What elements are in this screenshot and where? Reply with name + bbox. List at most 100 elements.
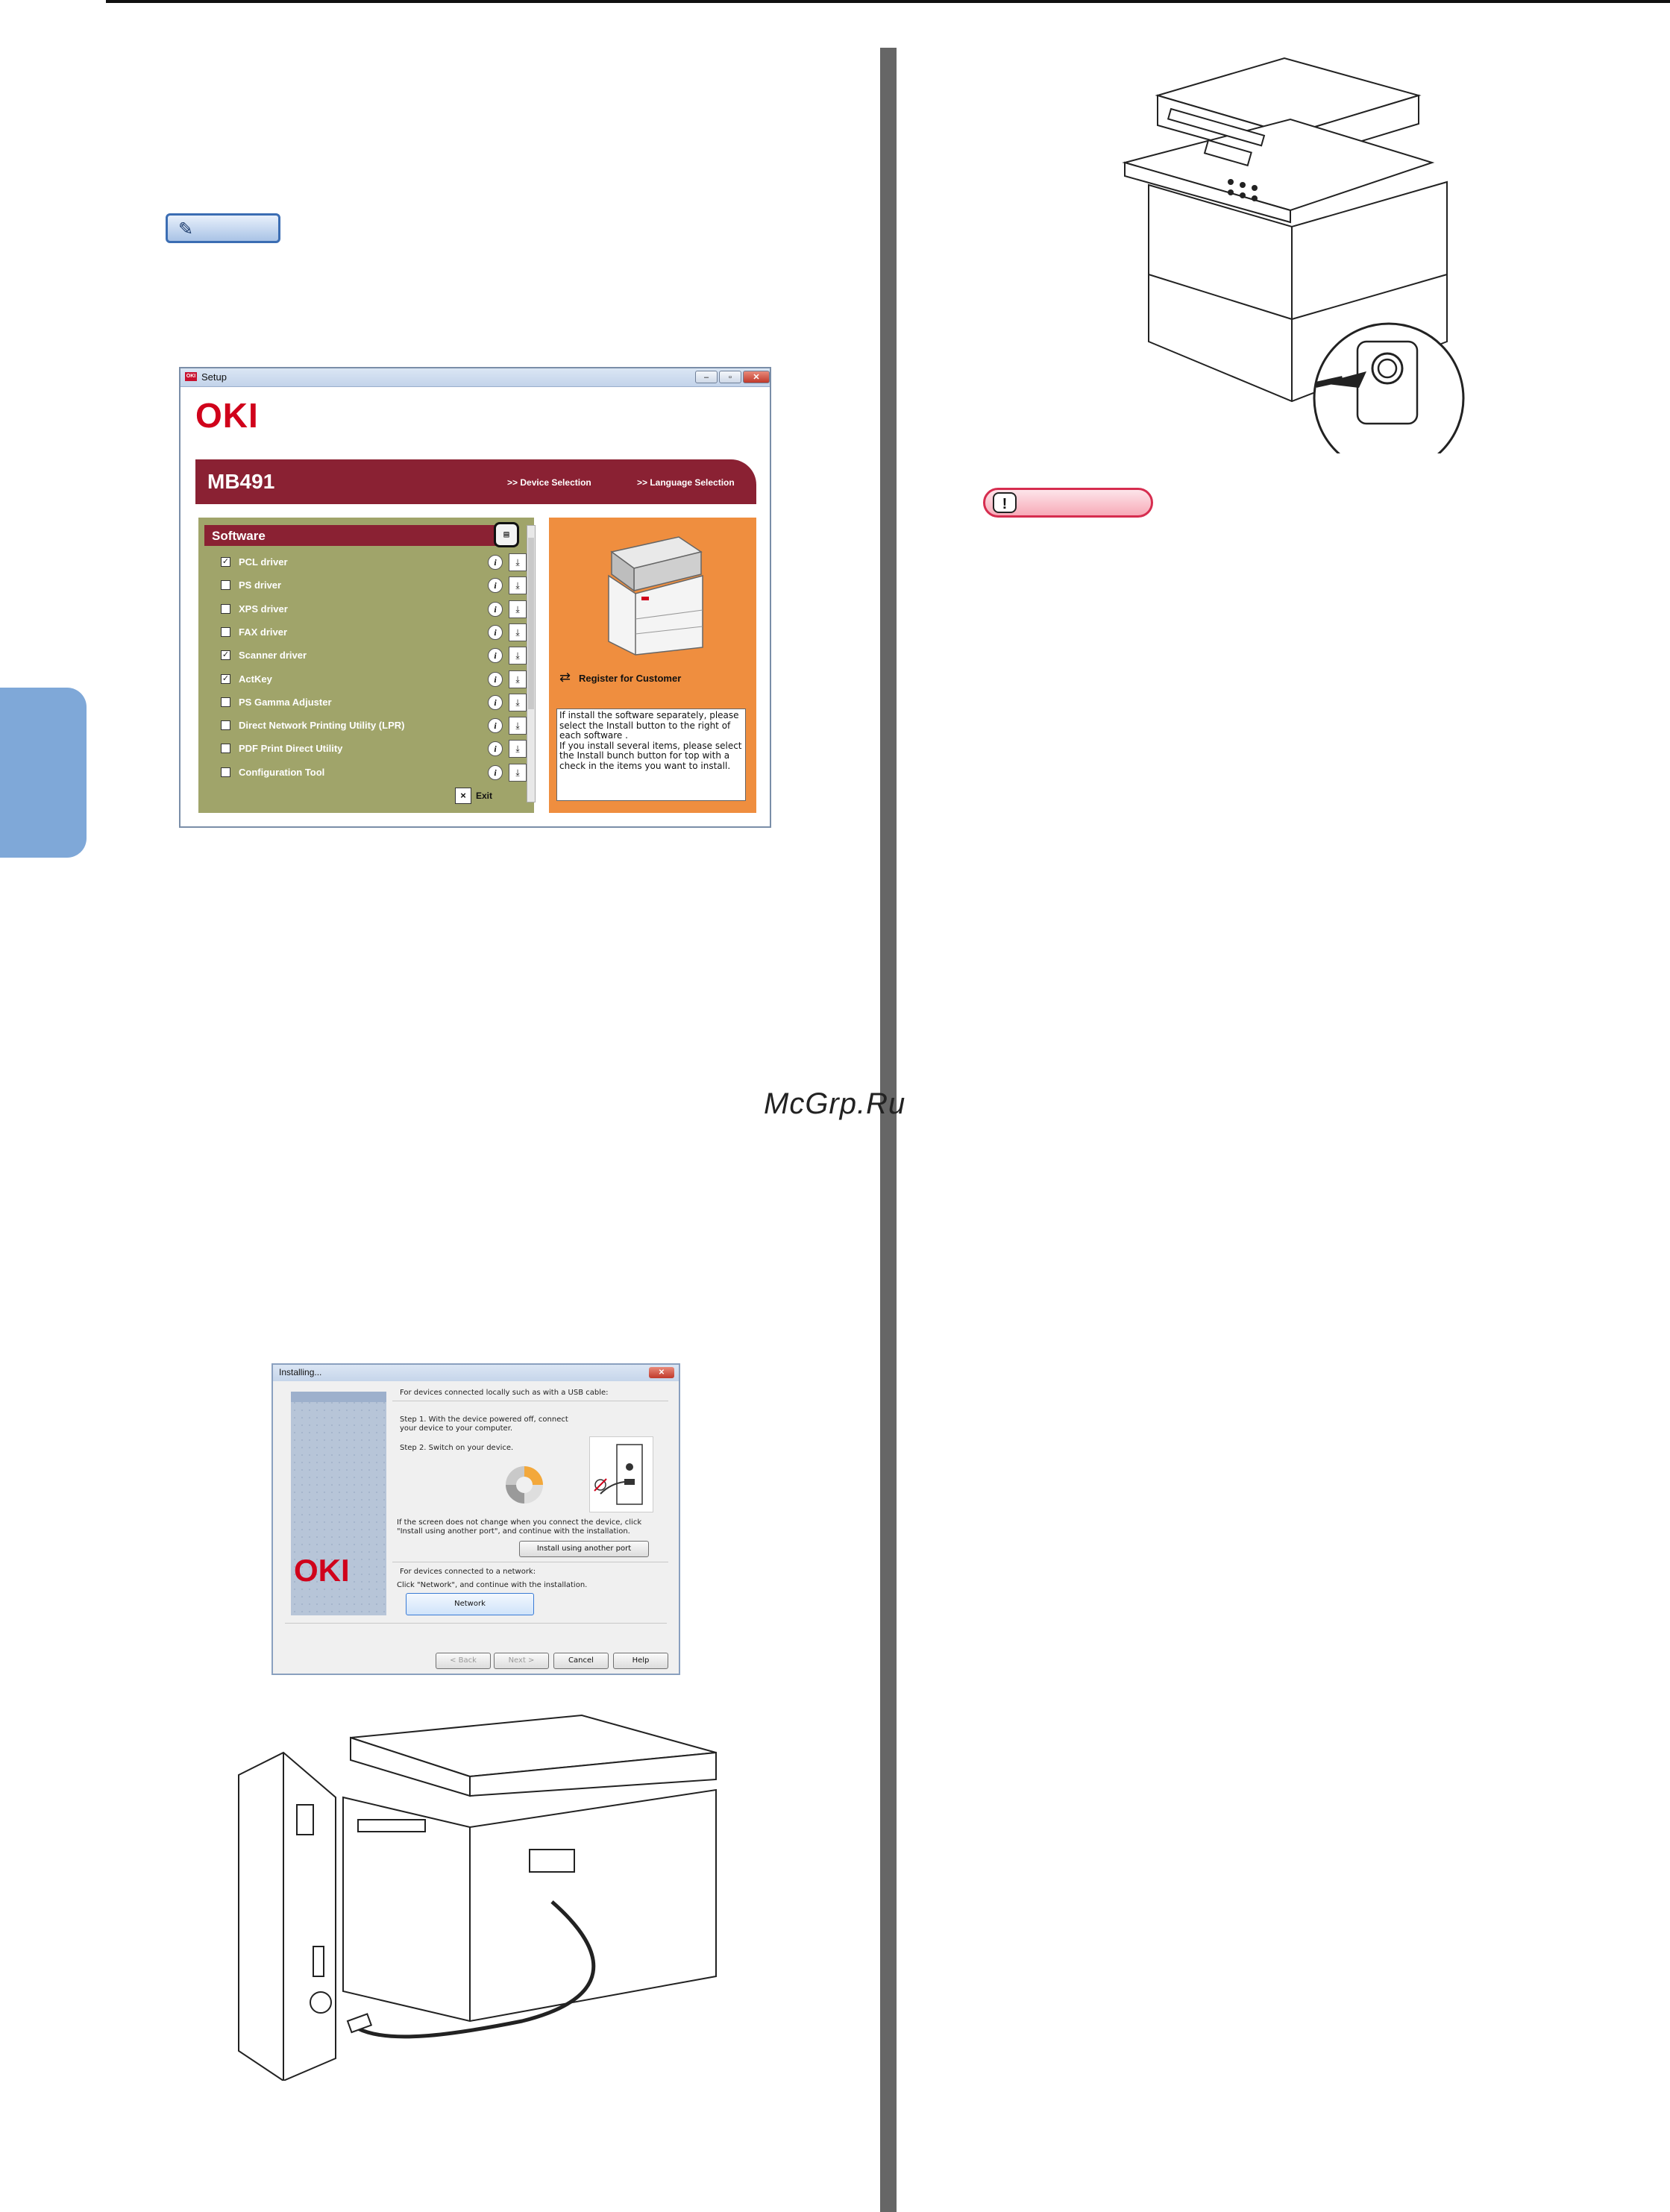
network-hint: Click "Network", and continue with the i… [397, 1581, 588, 1589]
screen-hint: If the screen does not change when you c… [397, 1518, 642, 1536]
back-button[interactable]: < Back [436, 1653, 491, 1669]
software-title: Software [212, 529, 266, 543]
pencil-icon: ✎ [178, 219, 194, 239]
description-box: If install the software separately, plea… [556, 708, 746, 801]
installing-window: Installing... ✕ OKI For devices connecte… [271, 1363, 680, 1675]
info-icon[interactable]: i [488, 624, 503, 640]
connection-thumbnail [589, 1436, 653, 1512]
cancel-button[interactable]: Cancel [553, 1653, 609, 1669]
oki-app-icon: OKI [185, 372, 197, 381]
register-icon[interactable]: ⇄ [559, 670, 571, 685]
software-item-label: Direct Network Printing Utility (LPR) [239, 720, 405, 732]
progress-spinner [506, 1466, 543, 1504]
pc-connection-icon [594, 1444, 643, 1505]
software-item-checkbox[interactable] [221, 720, 230, 731]
software-item-label: PS Gamma Adjuster [239, 696, 332, 708]
install-icon[interactable]: ⤓ [509, 600, 527, 618]
software-item-label: ActKey [239, 673, 272, 685]
printer-power-illustration [1122, 57, 1465, 453]
software-item-checkbox[interactable] [221, 626, 230, 637]
software-item-checkbox[interactable]: ✓ [221, 673, 230, 684]
printer-illustration [608, 536, 703, 656]
step-2-text: Step 2. Switch on your device. [400, 1444, 514, 1452]
software-item-row: ✓ PCL driver i ⤓ [221, 553, 527, 571]
info-icon[interactable]: i [488, 601, 503, 617]
software-panel: Software ▤ ✓ PCL driver i ⤓ PS driver i ⤓ XPS d… [198, 518, 536, 813]
memo-badge: ✎ [166, 213, 280, 243]
installing-close-button[interactable]: ✕ [649, 1367, 674, 1378]
info-icon[interactable]: i [488, 648, 503, 664]
software-item-checkbox[interactable] [221, 603, 230, 614]
top-rule [106, 0, 1670, 3]
chapter-side-tab [0, 688, 87, 858]
software-item-row: FAX driver i ⤓ [221, 623, 527, 641]
register-label[interactable]: Register for Customer [579, 673, 682, 684]
software-item-label: XPS driver [239, 603, 288, 615]
setup-window-title: Setup [201, 371, 227, 383]
software-item-row: Direct Network Printing Utility (LPR) i ⤓ [221, 717, 527, 735]
install-icon[interactable]: ⤓ [509, 647, 527, 665]
software-item-row: PDF Print Direct Utility i ⤓ [221, 740, 527, 758]
info-icon[interactable]: i [488, 764, 503, 780]
model-name: MB491 [207, 470, 275, 493]
software-item-row: ✓ ActKey i ⤓ [221, 670, 527, 688]
installing-titlebar: Installing... ✕ [273, 1365, 679, 1381]
install-icon[interactable]: ⤓ [509, 576, 527, 595]
device-selection-link[interactable]: >> Device Selection [507, 477, 591, 488]
info-icon[interactable]: i [488, 741, 503, 757]
info-icon[interactable]: i [488, 555, 503, 570]
software-item-label: PDF Print Direct Utility [239, 743, 343, 755]
promo-panel: ⇄ Register for Customer If install the s… [549, 518, 756, 813]
software-item-row: PS driver i ⤓ [221, 576, 527, 595]
language-selection-link[interactable]: >> Language Selection [637, 477, 735, 488]
install-icon[interactable]: ⤓ [509, 763, 527, 782]
exclamation-icon: ! [993, 492, 1017, 513]
exit-button[interactable]: × [455, 788, 471, 804]
exit-label: Exit [476, 791, 493, 801]
install-icon[interactable]: ⤓ [509, 553, 527, 571]
software-item-checkbox[interactable] [221, 580, 230, 591]
info-icon[interactable]: i [488, 694, 503, 710]
setup-window: OKI Setup – ▫ ✕ OKI MB491 >> Device Sele… [179, 367, 771, 828]
software-item-checkbox[interactable] [221, 697, 230, 707]
install-icon[interactable]: ⤓ [509, 670, 527, 688]
scrollbar-thumb[interactable] [528, 538, 534, 709]
install-icon[interactable]: ⤓ [509, 623, 527, 641]
help-button[interactable]: Help [613, 1653, 668, 1669]
software-item-checkbox[interactable]: ✓ [221, 650, 230, 661]
software-item-label: FAX driver [239, 626, 288, 638]
setup-titlebar: OKI Setup – ▫ ✕ [181, 368, 770, 387]
oki-logo: OKI [195, 396, 259, 435]
minimize-button[interactable]: – [695, 371, 718, 383]
install-bunch-icon[interactable]: ▤ [494, 522, 519, 547]
next-button[interactable]: Next > [494, 1653, 549, 1669]
software-item-checkbox[interactable] [221, 744, 230, 754]
software-item-row: PS Gamma Adjuster i ⤓ [221, 693, 527, 711]
installing-oki-logo: OKI [294, 1553, 350, 1588]
side-banner-band [291, 1392, 386, 1402]
install-another-port-button[interactable]: Install using another port [519, 1541, 649, 1557]
info-icon[interactable]: i [488, 718, 503, 734]
software-header: Software [204, 525, 518, 546]
software-item-checkbox[interactable]: ✓ [221, 557, 230, 567]
network-heading: For devices connected to a network: [400, 1568, 536, 1576]
installing-title: Installing... [279, 1367, 322, 1377]
info-icon[interactable]: i [488, 671, 503, 687]
software-item-label: Scanner driver [239, 650, 307, 662]
software-item-label: PS driver [239, 579, 282, 591]
install-icon[interactable]: ⤓ [509, 740, 527, 758]
info-icon[interactable]: i [488, 578, 503, 594]
software-item-label: PCL driver [239, 556, 288, 568]
network-button[interactable]: Network [406, 1593, 534, 1615]
step-1-text: Step 1. With the device powered off, con… [400, 1416, 568, 1433]
software-item-checkbox[interactable] [221, 767, 230, 777]
install-icon[interactable]: ⤓ [509, 693, 527, 711]
software-scrollbar[interactable] [527, 525, 536, 802]
maximize-button[interactable]: ▫ [719, 371, 741, 383]
watermark: McGrp.Ru [764, 1087, 906, 1120]
column-divider [880, 48, 897, 2212]
footer-separator [285, 1623, 667, 1624]
install-icon[interactable]: ⤓ [509, 717, 527, 735]
close-button[interactable]: ✕ [743, 371, 770, 383]
